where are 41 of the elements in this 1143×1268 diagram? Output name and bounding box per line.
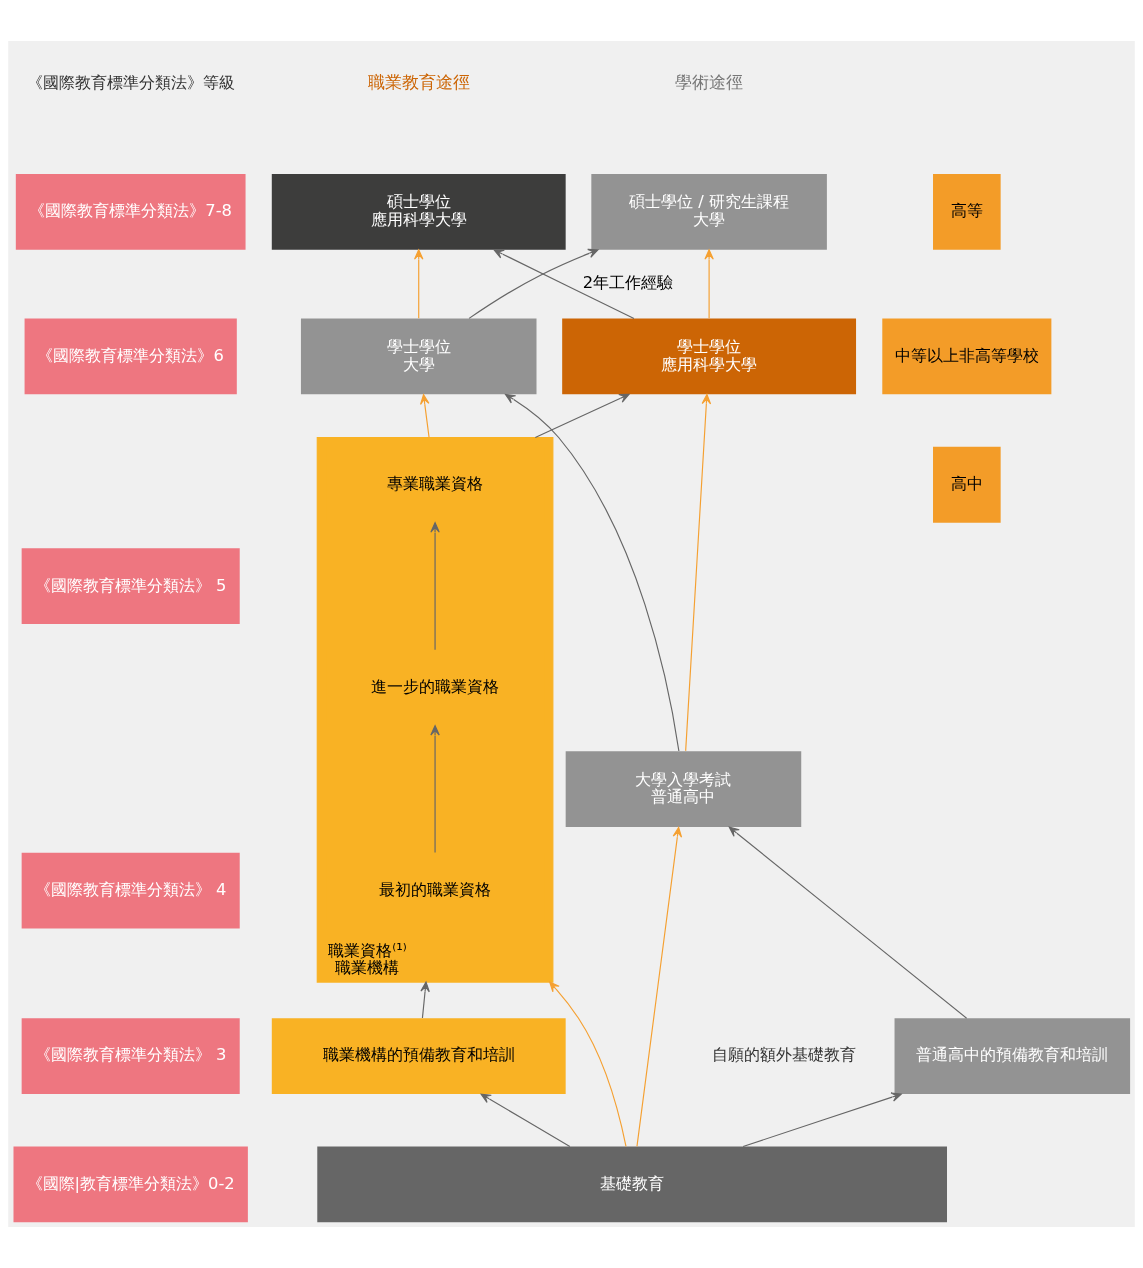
node-box: 大學入學考試 普通高中 (565, 751, 802, 827)
arrow (704, 249, 714, 319)
node-text: 專業職業資格 (387, 474, 484, 494)
label: 自願的額外基礎教育 (711, 1045, 856, 1065)
node-box: 《國際教育標準分類法》7-8 (15, 173, 246, 250)
node-box: 《國際教育標準分類法》6 (24, 318, 237, 395)
node-box: 高等 (933, 173, 1001, 250)
node-box: 《國際|教育標準分類法》0-2 (13, 1146, 248, 1223)
node-box: 職業機構的預備教育和培訓 (271, 1018, 566, 1095)
arrow (413, 249, 424, 319)
node-box: 《國際教育標準分類法》 4 (21, 852, 240, 929)
label: 學術途徑 (675, 71, 744, 92)
arrow (480, 1093, 571, 1148)
node-box: 碩士學位 / 研究生課程 大學 (591, 173, 827, 250)
node-box: 學士學位 應用科學大學 (562, 318, 857, 395)
arrow (685, 393, 712, 752)
arrow (549, 981, 627, 1147)
arrow (468, 248, 599, 319)
node-box: 基礎教育 (317, 1146, 947, 1223)
node-text: 進一步的職業資格 (371, 676, 500, 696)
arrow (419, 394, 430, 439)
arrow (420, 981, 430, 1019)
node-box: 學士學位 大學 (300, 318, 537, 395)
node-box: 普通高中的預備教育和培訓 (894, 1018, 1131, 1095)
arrow (430, 522, 440, 651)
label: 職業教育途徑 (367, 71, 470, 92)
node-box: 《國際教育標準分類法》 3 (21, 1018, 240, 1095)
node-box: 中等以上非高等學校 (882, 318, 1052, 395)
edge-label: 2年工作經驗 (582, 273, 674, 293)
node-text: 最初的職業資格 (379, 879, 492, 899)
arrow (493, 249, 635, 320)
node-box: 高中 (933, 446, 1001, 523)
node-box: 碩士學位 應用科學大學 (271, 173, 566, 250)
node-box: 《國際教育標準分類法》 5 (21, 548, 240, 625)
arrow (728, 826, 968, 1019)
arrow (742, 1092, 902, 1148)
arrow (504, 393, 680, 752)
arrow (430, 725, 440, 854)
arrow (534, 393, 630, 439)
arrow (636, 826, 683, 1147)
label: 《國際教育標準分類法》等級 (26, 72, 235, 92)
